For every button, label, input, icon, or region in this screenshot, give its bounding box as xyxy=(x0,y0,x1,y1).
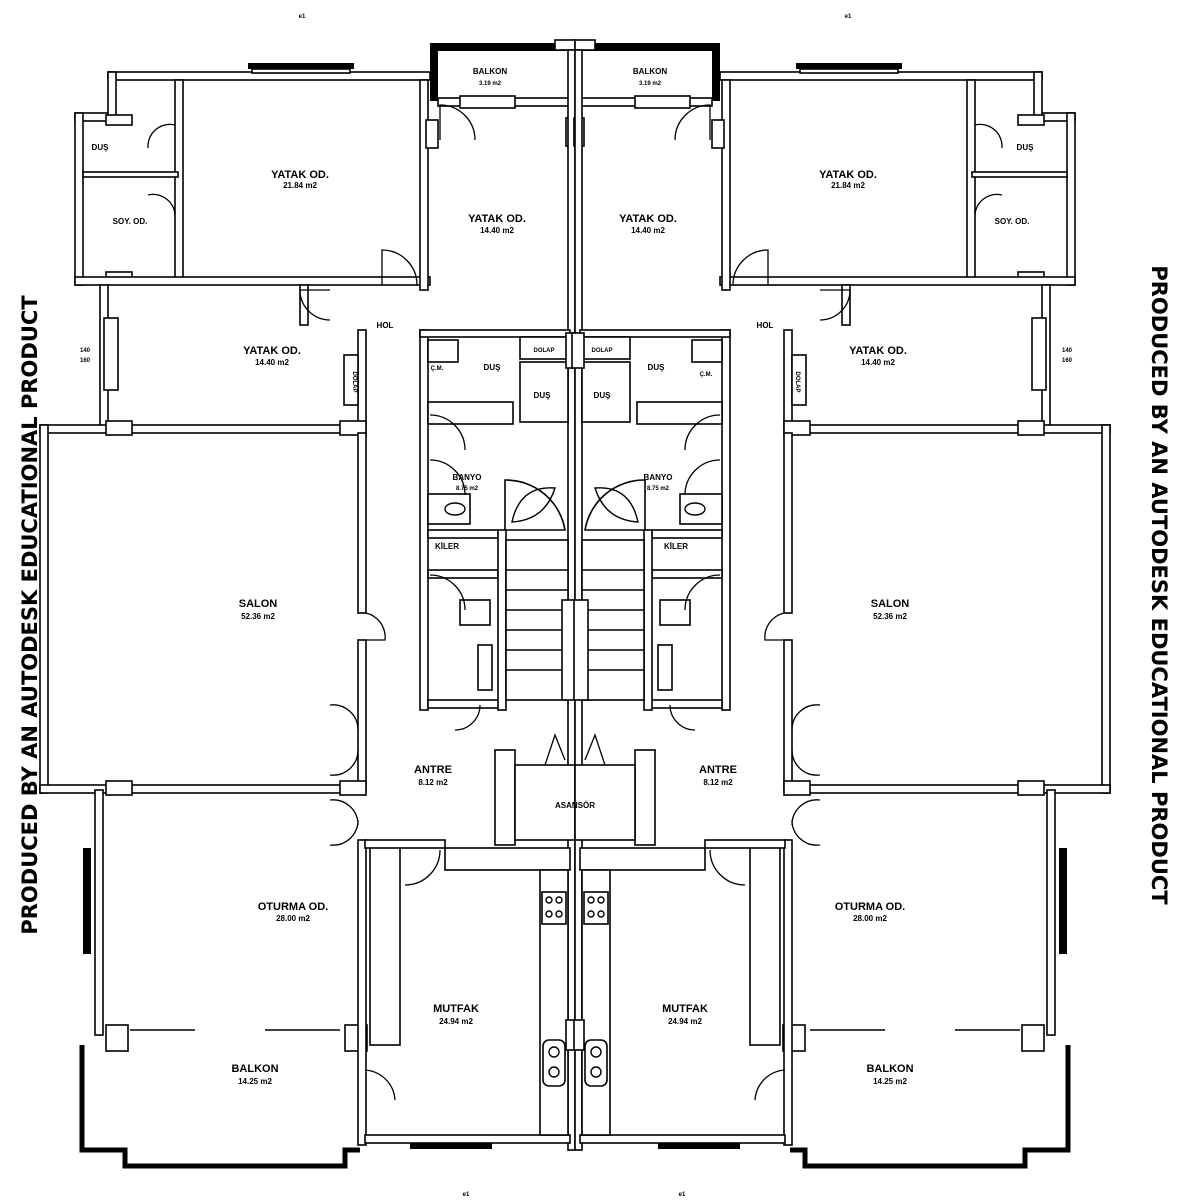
room-name: DUŞ xyxy=(594,391,612,400)
room-area: 8.75 m2 xyxy=(456,486,479,492)
room-area: 52.36 m2 xyxy=(241,612,275,621)
window-height: 160 xyxy=(1062,358,1073,364)
room-name: YATAK OD. xyxy=(619,213,677,225)
room-area: 3.19 m2 xyxy=(479,81,502,87)
watermark-left: PRODUCED BY AN AUTODESK EDUCATIONAL PROD… xyxy=(18,295,42,935)
window-width: 140 xyxy=(1062,348,1073,354)
room-name: ANTRE xyxy=(414,764,452,776)
room-name: SOY. OD. xyxy=(113,217,148,226)
room-area: 8.12 m2 xyxy=(703,778,733,787)
room-area: 21.84 m2 xyxy=(831,181,865,190)
room-name: HOL xyxy=(377,321,394,330)
room-area: 14.40 m2 xyxy=(631,226,665,235)
room-area: 24.94 m2 xyxy=(439,1017,473,1026)
watermark-right: PRODUCED BY AN AUTODESK EDUCATIONAL PROD… xyxy=(1147,265,1171,905)
room-name: DOLAP xyxy=(592,348,613,354)
room-area: 8.75 m2 xyxy=(647,486,670,492)
room-name: DUŞ xyxy=(92,143,110,152)
room-name: BALKON xyxy=(866,1063,913,1075)
room-name: Ç.M. xyxy=(700,372,713,378)
window-tag: e1 xyxy=(463,1192,470,1198)
left-unit-labels: YATAK OD. 21.84 m2 DUŞ SOY. OD. BALKON 3… xyxy=(92,67,555,1086)
room-name: HOL xyxy=(757,321,774,330)
room-area: 28.00 m2 xyxy=(853,914,887,923)
room-name: OTURMA OD. xyxy=(258,901,328,913)
window-tag: e1 xyxy=(299,14,306,20)
room-name: SALON xyxy=(871,598,910,610)
room-name: YATAK OD. xyxy=(849,345,907,357)
room-name: YATAK OD. xyxy=(271,169,329,181)
room-name: BALKON xyxy=(231,1063,278,1075)
room-name: YATAK OD. xyxy=(819,169,877,181)
room-area: 3.19 m2 xyxy=(639,81,662,87)
room-name: MUTFAK xyxy=(433,1003,479,1015)
room-name: DUŞ xyxy=(1017,143,1035,152)
window-tag: e1 xyxy=(845,14,852,20)
room-area: 21.84 m2 xyxy=(283,181,317,190)
room-name: DOLAP xyxy=(794,372,800,393)
room-name: ANTRE xyxy=(699,764,737,776)
room-name: BALKON xyxy=(633,67,667,76)
room-area: 8.12 m2 xyxy=(418,778,448,787)
window-tag: e1 xyxy=(679,1192,686,1198)
room-name: BALKON xyxy=(473,67,507,76)
room-name: SOY. OD. xyxy=(995,217,1030,226)
room-area: 14.25 m2 xyxy=(238,1077,272,1086)
room-name: Ç.M. xyxy=(431,366,444,372)
window-height: 160 xyxy=(80,358,91,364)
room-name: YATAK OD. xyxy=(243,345,301,357)
elevator-label: ASANSÖR xyxy=(555,801,595,810)
left-unit-walls xyxy=(40,40,578,1166)
room-area: 14.40 m2 xyxy=(861,358,895,367)
room-name: BANYO xyxy=(453,473,482,482)
room-name: OTURMA OD. xyxy=(835,901,905,913)
room-area: 24.94 m2 xyxy=(668,1017,702,1026)
room-name: KİLER xyxy=(664,542,688,551)
room-name: DUŞ xyxy=(648,363,666,372)
room-area: 52.36 m2 xyxy=(873,612,907,621)
right-unit-walls xyxy=(572,40,1110,1166)
room-area: 14.40 m2 xyxy=(255,358,289,367)
room-name: DUŞ xyxy=(534,391,552,400)
room-name: SALON xyxy=(239,598,278,610)
room-area: 28.00 m2 xyxy=(276,914,310,923)
room-name: DOLAP xyxy=(351,372,357,393)
room-name: DOLAP xyxy=(534,348,555,354)
room-area: 14.40 m2 xyxy=(480,226,514,235)
room-name: YATAK OD. xyxy=(468,213,526,225)
right-unit-labels: YATAK OD. 21.84 m2 DUŞ SOY. OD. BALKON 3… xyxy=(592,67,1035,1086)
room-name: MUTFAK xyxy=(662,1003,708,1015)
window-width: 140 xyxy=(80,348,91,354)
room-name: KİLER xyxy=(435,542,459,551)
room-name: BANYO xyxy=(644,473,673,482)
room-area: 14.25 m2 xyxy=(873,1077,907,1086)
room-name: DUŞ xyxy=(484,363,502,372)
